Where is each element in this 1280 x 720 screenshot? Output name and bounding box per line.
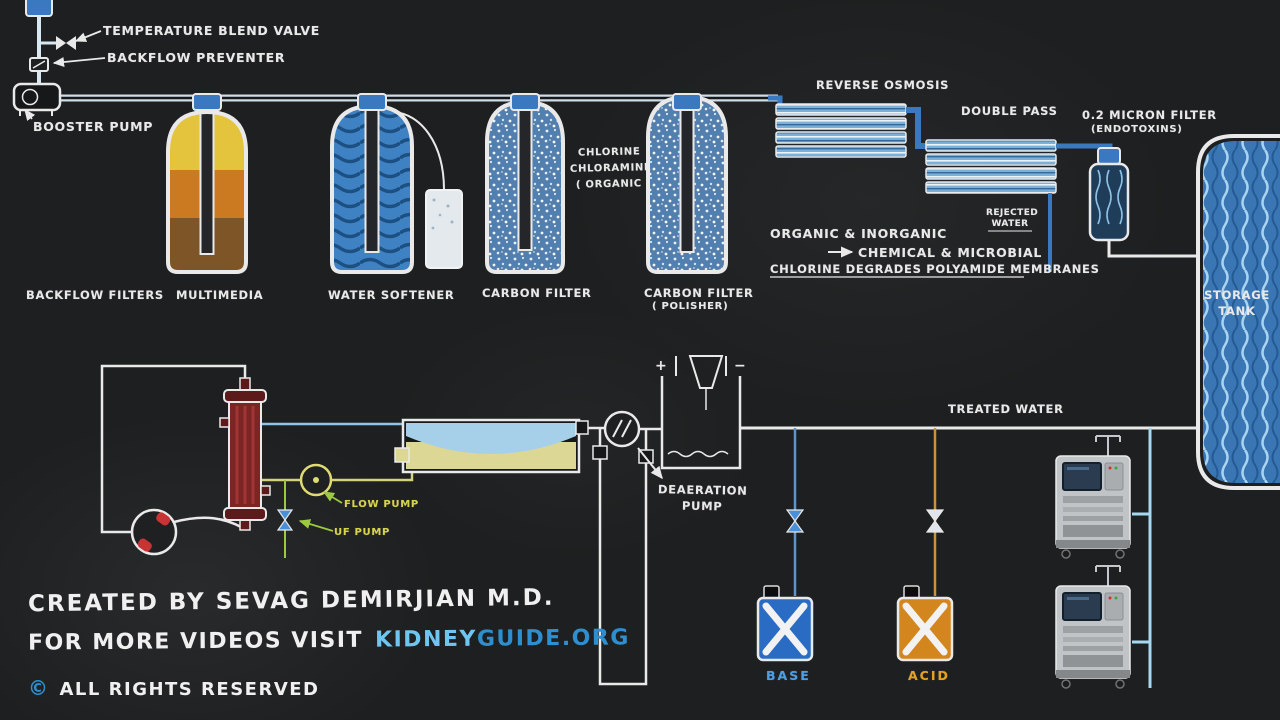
organic-inorganic-note: ORGANIC & INORGANIC [770,226,947,241]
chlorine-degrades-note: CHLORINE DEGRADES POLYAMIDE MEMBRANES [770,262,1100,276]
base-valve [785,509,805,523]
acid-jug [896,585,954,662]
rejected-water-label: REJECTED [986,208,1039,218]
backflow-filters-label: BACKFLOW FILTERS [26,288,164,302]
storage-tank [1196,134,1280,490]
machine-piping [1132,428,1152,688]
credits-copyright: © ALL RIGHTS RESERVED [28,676,320,700]
deaeration-pump-label2: PUMP [681,498,723,514]
multimedia-tank [166,93,248,274]
flow-pump-arrow [322,491,343,504]
blood-loop [100,364,247,534]
chemical-microbial-note: CHEMICAL & MICROBIAL [858,245,1043,260]
multimedia-label: MULTIMEDIA [176,288,264,302]
site-name-kidney: KIDNEY [374,626,477,653]
treated-water-label: TREATED WATER [948,402,1064,416]
brine-tank [425,189,463,269]
chlorine-note-line2: CHLORAMINE [569,162,652,175]
acid-label: ACID [908,668,950,683]
credits-website-prefix: FOR MORE VIDEOS VISIT [27,627,364,656]
storage-tank-label: STORAGE [1204,288,1270,302]
double-pass-label: DOUBLE PASS [961,104,1058,118]
uf-pump-label: UF PUMP [334,527,391,538]
flow-pump [299,463,333,497]
acid-line [925,428,945,596]
base-label: BASE [766,668,811,683]
dialysis-machine-1 [1055,435,1131,559]
deaeration-pump-label: DEAERATION [657,482,748,498]
uf-pump-arrow [298,519,334,532]
booster-pump [12,82,62,116]
double-pass-unit [925,139,1113,272]
deaeration-vessel [660,355,742,470]
deaeration-arrow [637,447,663,480]
funnel [688,355,724,389]
micron-filter-label: 0.2 MICRON FILTER [1082,108,1217,122]
backflow-preventer-label: BACKFLOW PREVENTER [107,50,286,65]
acid-valve [925,509,945,523]
water-softener-label: WATER SOFTENER [328,288,455,302]
inlet-assembly [25,0,76,86]
site-name-guide: GUIDE [476,625,562,652]
storage-tank-label2: TANK [1218,304,1256,318]
base-jug [756,585,814,662]
dialysate-balance-chamber [394,418,605,474]
dialyzer [219,377,271,531]
temperature-blend-valve [56,36,76,50]
reverse-osmosis-label: REVERSE OSMOSIS [816,78,950,92]
rejected-water-label2: WATER [991,219,1029,229]
credits-website: FOR MORE VIDEOS VISIT KIDNEYGUIDE.ORG [28,625,630,655]
water-softener-tank [330,93,445,274]
reverse-osmosis-unit [775,103,926,158]
site-name-org: .ORG [561,625,630,651]
endotoxins-label: (ENDOTOXINS) [1091,124,1183,135]
carbon-filter-label: CARBON FILTER [482,286,592,300]
base-line [785,428,805,596]
deaeration-pump [603,410,662,448]
carbon-filter-polisher-tank [646,93,728,274]
annotation-arrows [24,30,1032,532]
uf-pump-valve [276,509,294,531]
dialysis-machine-2 [1055,565,1131,689]
micron-filter [1088,147,1197,258]
chlorine-note-line3: ( ORGANIC [575,178,643,191]
electrode-plus-label: + [655,358,668,374]
carbon-filter-tank [485,93,565,274]
temperature-blend-valve-label: TEMPERATURE BLEND VALVE [103,23,321,38]
booster-pump-label: BOOSTER PUMP [33,119,154,134]
electrode-minus-label: − [734,358,747,374]
chlorine-note-line1: CHLORINE [577,146,641,159]
backflow-preventer-valve [29,57,49,72]
carbon-filter-polisher-label: CARBON FILTER [644,286,754,300]
blood-pump [130,508,178,556]
copyright-text: ALL RIGHTS RESERVED [59,679,320,700]
carbon-filter-polisher-label2: ( POLISHER) [652,301,729,312]
flow-pump-label: FLOW PUMP [344,499,419,510]
copyright-icon: © [28,676,50,700]
